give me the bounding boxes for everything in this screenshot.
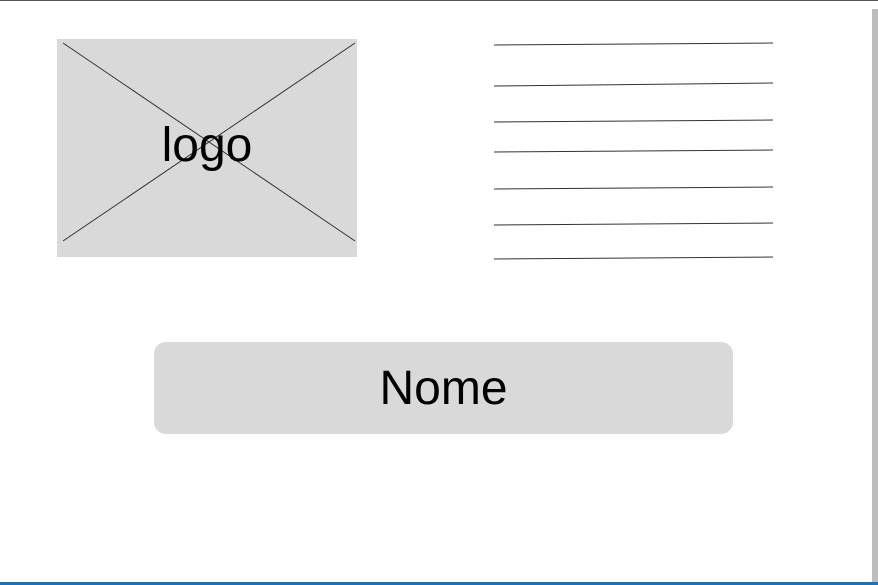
logo-label: logo [161, 119, 253, 172]
vertical-scrollbar[interactable] [872, 9, 878, 583]
text-lines-placeholder [493, 41, 774, 266]
logo-placeholder: logo [57, 39, 357, 257]
text-line-3 [493, 119, 774, 123]
text-line-2 [493, 82, 774, 87]
bottom-accent-bar [0, 582, 878, 585]
text-line-1 [493, 42, 774, 46]
text-line-4 [493, 149, 774, 153]
image-placeholder-icon [62, 42, 356, 242]
text-line-6 [493, 222, 774, 226]
text-lines-graphic [493, 42, 774, 260]
text-line-7 [493, 256, 774, 260]
name-button[interactable]: Nome [154, 342, 733, 434]
name-button-label: Nome [379, 361, 508, 415]
text-line-5 [493, 186, 774, 190]
